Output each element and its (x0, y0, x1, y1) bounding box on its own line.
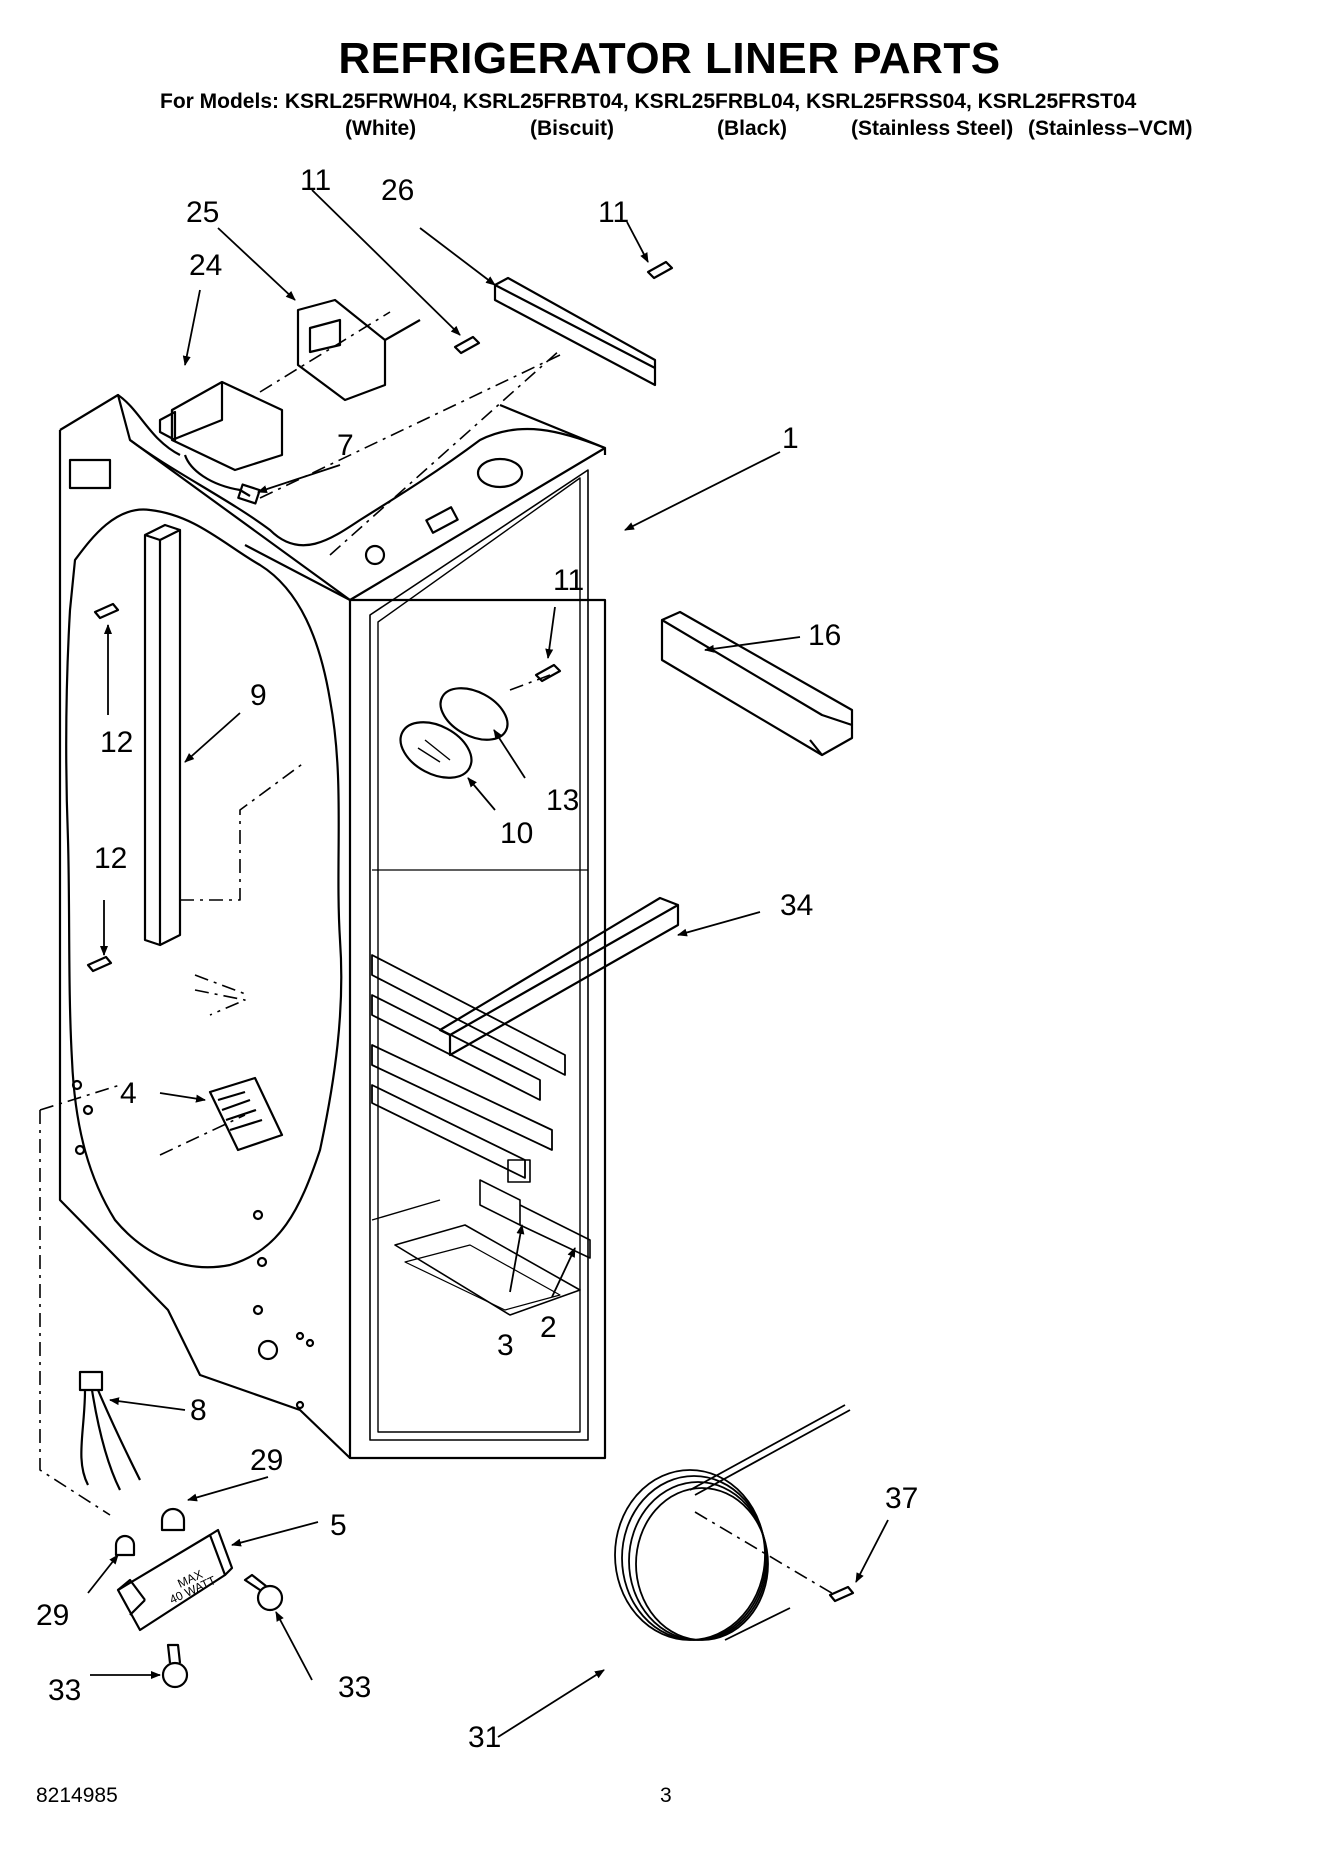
bar-26 (493, 276, 657, 387)
color-biscuit: (Biscuit) (530, 117, 614, 140)
color-stainless-vcm: (Stainless–VCM) (1028, 117, 1193, 140)
label-part-12-upper: 12 (100, 726, 133, 759)
liner-cabinet (58, 393, 607, 1460)
shelf-support-34 (438, 896, 680, 1057)
bracket-25 (296, 298, 421, 402)
control-13 (439, 687, 509, 741)
label-part-33-right: 33 (338, 1671, 371, 1704)
label-part-16: 16 (808, 619, 841, 652)
doc-number: 8214985 (36, 1784, 118, 1807)
label-part-10: 10 (500, 817, 533, 850)
label-part-8: 8 (190, 1394, 207, 1427)
label-part-5: 5 (330, 1509, 347, 1542)
bulbs-33 (161, 1573, 284, 1689)
tubing-31 (614, 1404, 851, 1641)
page-number: 3 (660, 1784, 672, 1807)
label-part-34: 34 (780, 889, 813, 922)
label-part-9: 9 (250, 679, 267, 712)
color-black: (Black) (717, 117, 788, 140)
label-part-4: 4 (120, 1077, 137, 1110)
label-part-33-left: 33 (48, 1674, 81, 1707)
label-part-13: 13 (546, 784, 579, 817)
label-part-26: 26 (381, 174, 414, 207)
label-part-29-right: 29 (250, 1444, 283, 1477)
knob-10 (399, 721, 473, 779)
label-part-2: 2 (540, 1311, 557, 1344)
label-part-3: 3 (497, 1329, 514, 1362)
models-line: For Models: KSRL25FRWH04, KSRL25FRBT04, … (160, 90, 1137, 113)
label-part-11-mid: 11 (553, 564, 584, 597)
label-part-31: 31 (468, 1721, 501, 1754)
page-title: REFRIGERATOR LINER PARTS (338, 34, 1001, 83)
label-part-29-left: 29 (36, 1599, 69, 1632)
label-part-37: 37 (885, 1482, 918, 1515)
wire-harness-8 (78, 1370, 141, 1491)
label-part-24: 24 (189, 249, 222, 282)
label-part-25: 25 (186, 196, 219, 229)
label-part-1: 1 (782, 422, 799, 455)
grille-4 (208, 1076, 284, 1152)
label-part-12-lower: 12 (94, 842, 127, 875)
cover-16 (660, 610, 854, 757)
label-part-11-right: 11 (598, 196, 629, 229)
label-part-11-top: 11 (300, 164, 331, 197)
light-housing-24 (158, 380, 284, 472)
lamp-socket-5 (116, 1528, 234, 1632)
label-part-7: 7 (337, 429, 354, 462)
rail-9 (143, 523, 182, 947)
color-white: (White) (345, 117, 417, 140)
color-stainless: (Stainless Steel) (851, 117, 1014, 140)
